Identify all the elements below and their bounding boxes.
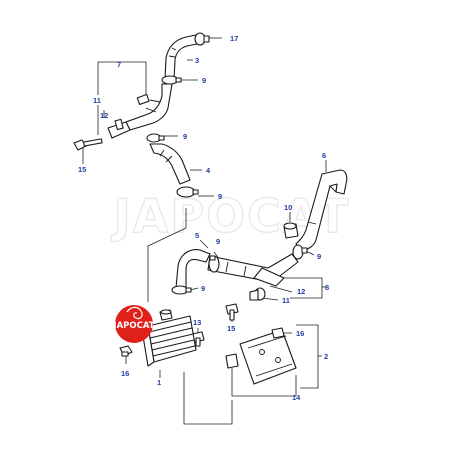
logo-circle xyxy=(115,305,153,343)
callout-3[interactable]: 3 xyxy=(195,56,199,65)
callout-9-middle[interactable]: 9 xyxy=(183,132,187,141)
callout-14[interactable]: 14 xyxy=(292,393,301,402)
callout-8[interactable]: 8 xyxy=(325,283,329,292)
callout-10[interactable]: 10 xyxy=(284,203,292,212)
callout-7[interactable]: 7 xyxy=(117,60,121,69)
clamp-9-center xyxy=(208,255,220,273)
fitting-right xyxy=(249,287,266,301)
intake-pipe-assembly xyxy=(107,83,173,139)
clamp-9-lower xyxy=(176,186,199,198)
callout-15-right[interactable]: 15 xyxy=(227,324,235,333)
callout-labels: 17 3 9 7 11 12 15 9 4 9 6 10 5 9 9 8 12 … xyxy=(78,34,329,402)
callout-1[interactable]: 1 xyxy=(157,378,161,387)
callout-9-top[interactable]: 9 xyxy=(202,76,206,85)
japocat-logo: JAPOCAT xyxy=(112,305,155,343)
leader-lines xyxy=(82,37,327,425)
bolt-right xyxy=(225,303,239,321)
callout-2[interactable]: 2 xyxy=(324,352,328,361)
callout-13[interactable]: 13 xyxy=(193,318,201,327)
nut-right xyxy=(271,327,285,339)
clamp-9-top xyxy=(161,75,182,85)
callout-6[interactable]: 6 xyxy=(322,151,326,160)
callout-9-lower[interactable]: 9 xyxy=(218,192,222,201)
callout-11-left[interactable]: 11 xyxy=(93,96,101,105)
callout-16-right[interactable]: 16 xyxy=(296,329,304,338)
clamp-9-right xyxy=(292,244,308,260)
callout-4[interactable]: 4 xyxy=(206,166,211,175)
cap-10 xyxy=(283,222,299,239)
callout-11-right[interactable]: 11 xyxy=(282,296,290,305)
callout-17[interactable]: 17 xyxy=(230,34,238,43)
hose-middle xyxy=(149,143,191,185)
callout-12-left[interactable]: 12 xyxy=(100,111,108,120)
logo-text: JAPOCAT xyxy=(112,321,154,331)
callout-16-left[interactable]: 16 xyxy=(121,369,129,378)
hose-upper xyxy=(164,34,198,81)
hose-central xyxy=(175,249,299,289)
bracket xyxy=(225,329,297,385)
callout-9-lower-left[interactable]: 9 xyxy=(201,284,205,293)
callout-9-right[interactable]: 9 xyxy=(317,252,321,261)
callout-15-left[interactable]: 15 xyxy=(78,165,86,174)
callout-12-right[interactable]: 12 xyxy=(297,287,305,296)
clamp-top xyxy=(194,32,210,46)
pipe-right xyxy=(295,169,348,251)
clamp-9-lower-left xyxy=(171,285,192,295)
bolt-left xyxy=(73,138,103,151)
nut-left xyxy=(119,345,133,357)
clamp-9-middle xyxy=(146,133,165,143)
logo-mark-icon xyxy=(126,306,143,320)
callout-5[interactable]: 5 xyxy=(195,231,199,240)
callout-9-center[interactable]: 9 xyxy=(216,237,220,246)
